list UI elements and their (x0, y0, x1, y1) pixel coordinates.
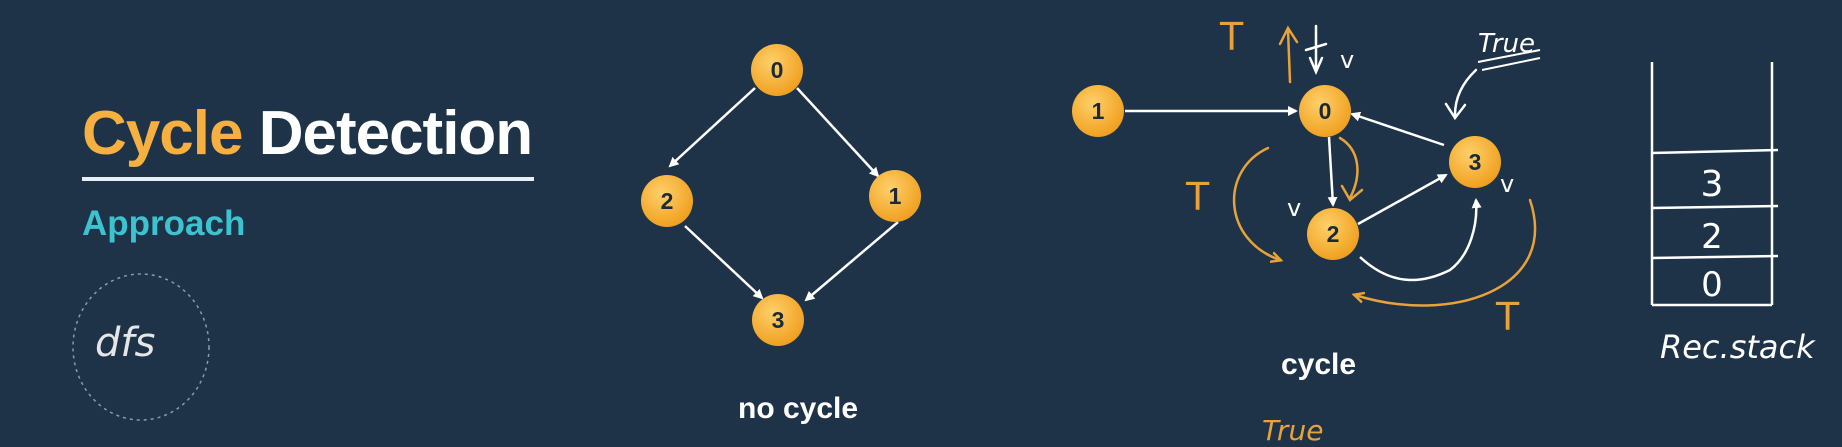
rec-stack-item-0: 0 (1701, 265, 1723, 305)
graph2-edges (1125, 106, 1482, 282)
graph1-node-1: 1 (869, 170, 921, 222)
graph2-node-0: 0 (1299, 85, 1351, 137)
title-underline (82, 177, 534, 181)
rec-stack-label: Rec.stack (1660, 328, 1816, 366)
graph1-node-2: 2 (641, 175, 693, 227)
back-arrow-icon (1338, 136, 1364, 202)
graph1-node-0-label: 0 (771, 57, 784, 83)
graph1-node-3-label: 3 (772, 307, 785, 333)
graph1-node-1-label: 1 (889, 183, 902, 209)
caption-no-cycle: no cycle (738, 392, 859, 425)
page-title: Cycle Detection (82, 98, 533, 169)
curved-arrow-bottom-icon (1355, 198, 1537, 307)
rec-stack-box (1650, 62, 1779, 307)
graph2-node-3-label: 3 (1469, 149, 1482, 175)
graph1-edge-0-1 (796, 87, 880, 178)
v-mark-0: v (1340, 46, 1354, 74)
v-mark-2: v (1287, 194, 1301, 222)
title-word-cycle: Cycle (82, 99, 243, 168)
v-mark-3: v (1500, 170, 1514, 198)
graph1-node-2-label: 2 (661, 188, 674, 214)
rec-stack-divider-1 (1651, 148, 1779, 155)
rec-stack-divider-2 (1651, 204, 1779, 210)
true-label-bottom: True (1262, 414, 1323, 447)
graph2-node-2: 2 (1307, 208, 1359, 260)
dfs-circle (72, 273, 210, 421)
graph1-edge-0-2 (668, 87, 756, 168)
graph2-node-2-label: 2 (1327, 221, 1340, 247)
graph1-edges (668, 87, 899, 302)
t-mark-bottom: T (1495, 295, 1520, 339)
t-mark-left: T (1185, 175, 1210, 219)
true-label-top: True (1478, 29, 1535, 59)
graph2-edge-2-3 (1357, 173, 1448, 226)
caption-cycle: cycle (1281, 348, 1357, 381)
graph1-edge-1-3 (804, 221, 899, 302)
graph2-edge-0-2 (1327, 136, 1338, 207)
curved-arrow-left-icon (1233, 146, 1280, 260)
graph2-annotations (1233, 24, 1537, 307)
true-pointer-icon (1444, 68, 1478, 121)
dfs-label: dfs (95, 320, 155, 366)
graph1-node-0: 0 (751, 44, 803, 96)
graph2-node-0-label: 0 (1319, 98, 1332, 124)
graph2-edge-2-3-curved (1359, 198, 1482, 282)
graph2-node-1-label: 1 (1092, 98, 1105, 124)
title-word-detection: Detection (258, 99, 533, 168)
t-mark-top: T (1219, 15, 1244, 59)
rec-stack-divider-3 (1651, 254, 1779, 260)
rec-stack-item-2: 2 (1701, 217, 1723, 257)
graph1-edge-2-3 (684, 225, 764, 300)
up-arrow-icon (1278, 25, 1299, 84)
check-arrow-icon (1304, 24, 1328, 76)
graph1-node-3: 3 (752, 294, 804, 346)
graph2-edge-3-0 (1350, 111, 1445, 147)
graph2-node-1: 1 (1072, 85, 1124, 137)
subtitle-approach: Approach (82, 204, 246, 243)
true-underline-icon (1477, 49, 1541, 71)
graph2-node-3: 3 (1449, 136, 1501, 188)
rec-stack-item-3: 3 (1701, 164, 1724, 205)
